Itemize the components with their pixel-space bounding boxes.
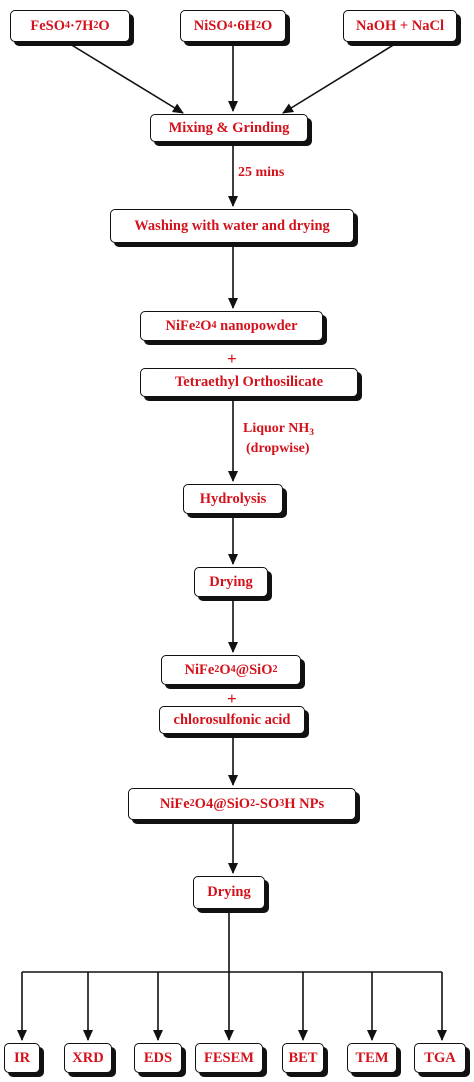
teos-box: Tetraethyl Orthosilicate <box>140 368 358 397</box>
arrow-naoh-to-mixing <box>282 43 396 114</box>
drying-box-1: Drying <box>194 567 268 597</box>
ir-box: IR <box>4 1043 40 1073</box>
hydrolysis-box: Hydrolysis <box>183 484 283 514</box>
nh3-label: Liquor NH3 <box>243 421 315 438</box>
arrow-feso4-to-mixing <box>69 43 184 114</box>
eds-box: EDS <box>134 1043 182 1073</box>
bet-box: BET <box>282 1043 324 1073</box>
plus-sign: + <box>227 689 237 708</box>
washing-drying-box: Washing with water and drying <box>110 209 354 243</box>
tem-box: TEM <box>347 1043 397 1073</box>
fesem-box: FESEM <box>195 1043 263 1073</box>
xrd-box: XRD <box>64 1043 112 1073</box>
dropwise-label: (dropwise) <box>246 441 310 456</box>
mixing-grinding-box: Mixing & Grinding <box>150 114 308 142</box>
chlorosulfonic-acid-box: chlorosulfonic acid <box>159 706 305 734</box>
drying-box-2: Drying <box>193 876 265 909</box>
tga-box: TGA <box>414 1043 466 1073</box>
naoh-nacl-box: NaOH + NaCl <box>343 10 457 42</box>
plus-sign: + <box>227 349 237 368</box>
time-label: 25 mins <box>238 165 285 180</box>
